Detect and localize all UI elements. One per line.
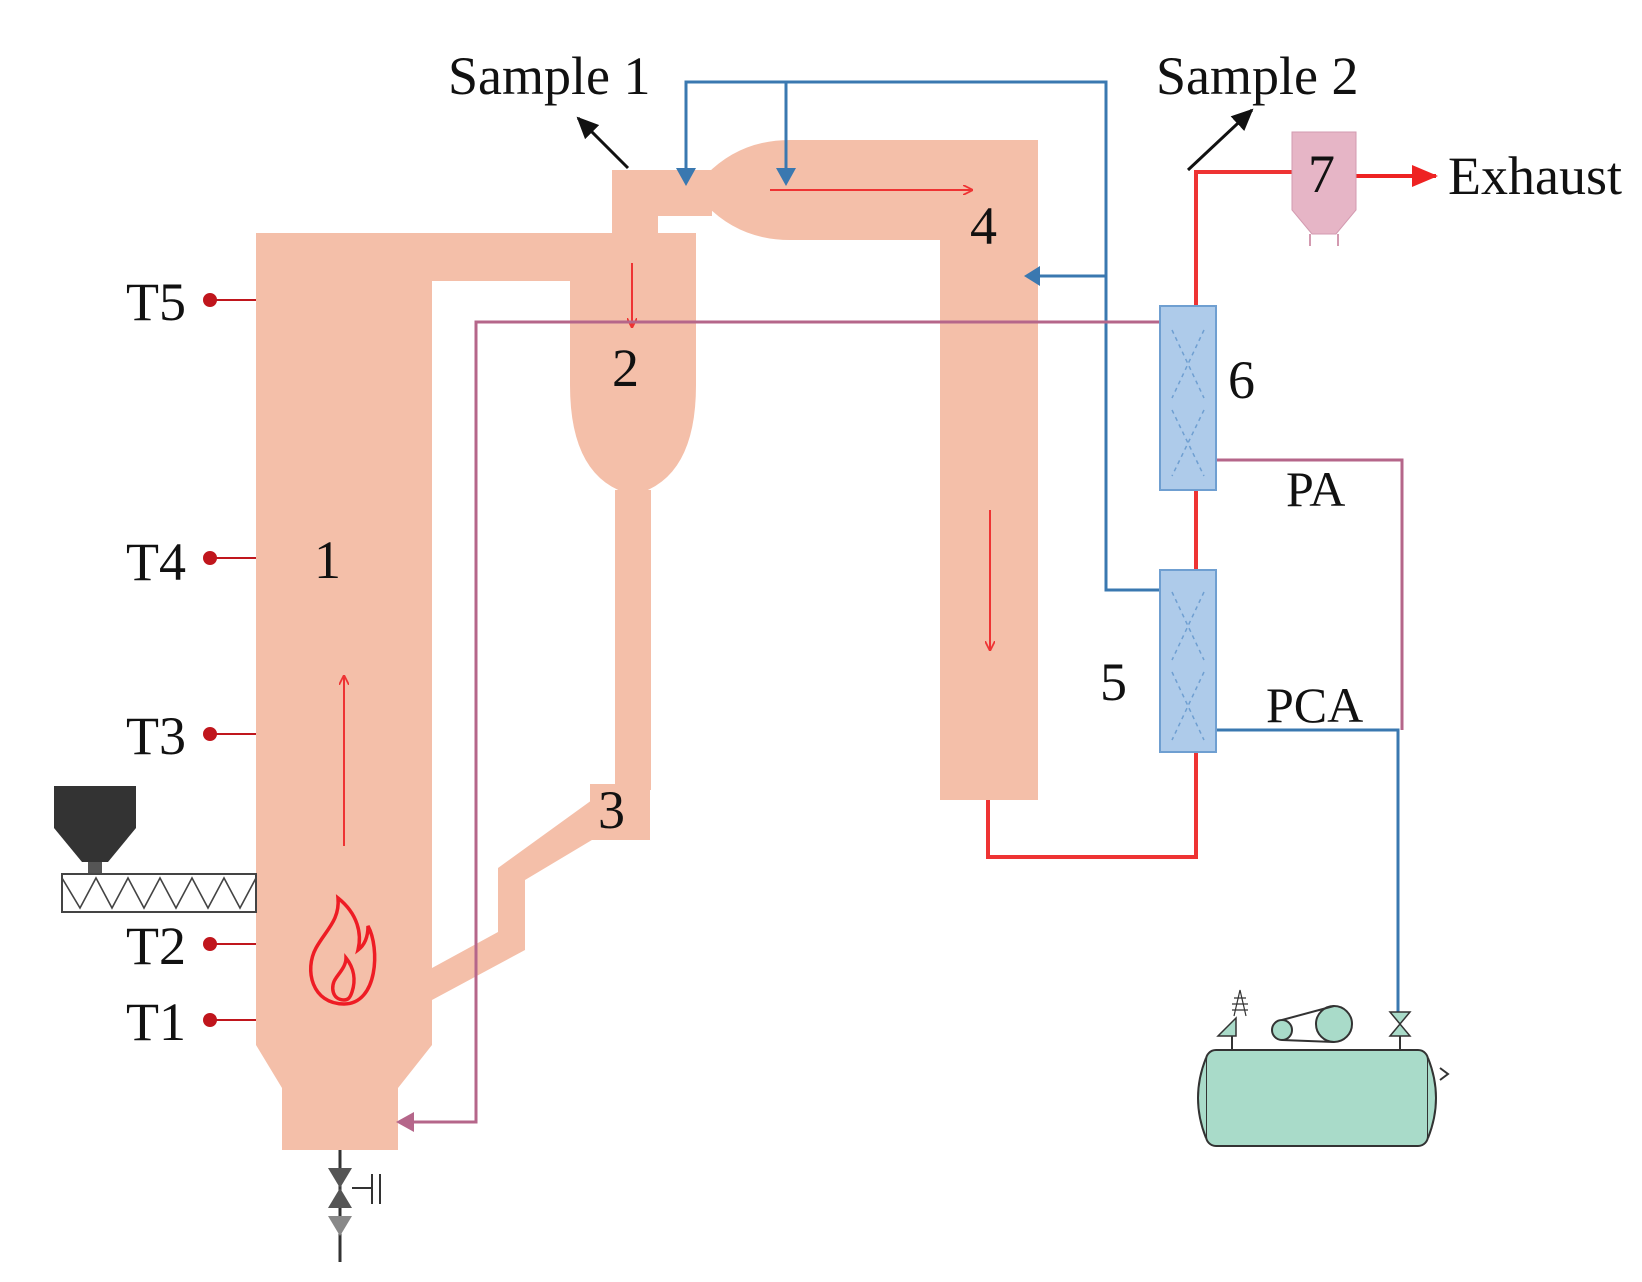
label-component-1: 1	[314, 530, 341, 590]
preheater-5	[1159, 569, 1217, 753]
label-component-7: 7	[1308, 144, 1335, 204]
label-pca: PCA	[1266, 677, 1363, 733]
air-lines	[684, 80, 1400, 1012]
label-sample1: Sample 1	[448, 46, 650, 106]
label-component-5: 5	[1100, 652, 1127, 712]
bag-filter	[1291, 131, 1357, 246]
primary-air-line	[412, 320, 1404, 1124]
label-pa: PA	[1286, 461, 1345, 517]
sample2-pointer	[1186, 108, 1254, 172]
air-arrow-1	[676, 168, 696, 186]
primary-air-arrow	[396, 1112, 414, 1132]
label-component-2: 2	[612, 338, 639, 398]
label-t4: T4	[126, 532, 186, 592]
standpipe	[615, 490, 651, 790]
label-t3: T3	[126, 706, 186, 766]
label-component-3: 3	[598, 780, 625, 840]
valve-icon	[328, 1150, 381, 1262]
secondary-reactor	[706, 140, 1038, 800]
flue-gas-line-top	[1194, 170, 1296, 306]
flame-icon	[308, 894, 377, 1006]
label-component-4: 4	[970, 196, 997, 256]
hopper-icon	[54, 786, 136, 874]
return-leg	[432, 800, 612, 1000]
cyclone	[570, 233, 696, 495]
preheater-6	[1159, 305, 1217, 491]
air-compressor-icon	[1197, 989, 1450, 1147]
thermocouples	[203, 293, 256, 1027]
sample1-pointer	[576, 116, 630, 170]
label-sample2: Sample 2	[1156, 46, 1358, 106]
air-arrow-2	[776, 168, 796, 186]
label-exhaust: Exhaust	[1448, 146, 1622, 206]
screw-feeder-icon	[61, 873, 257, 913]
label-t2: T2	[126, 916, 186, 976]
label-t5: T5	[126, 272, 186, 332]
air-arrow-3	[1024, 266, 1040, 286]
flue-gas-line	[986, 752, 1198, 859]
label-component-6: 6	[1228, 350, 1255, 410]
label-t1: T1	[126, 992, 186, 1052]
